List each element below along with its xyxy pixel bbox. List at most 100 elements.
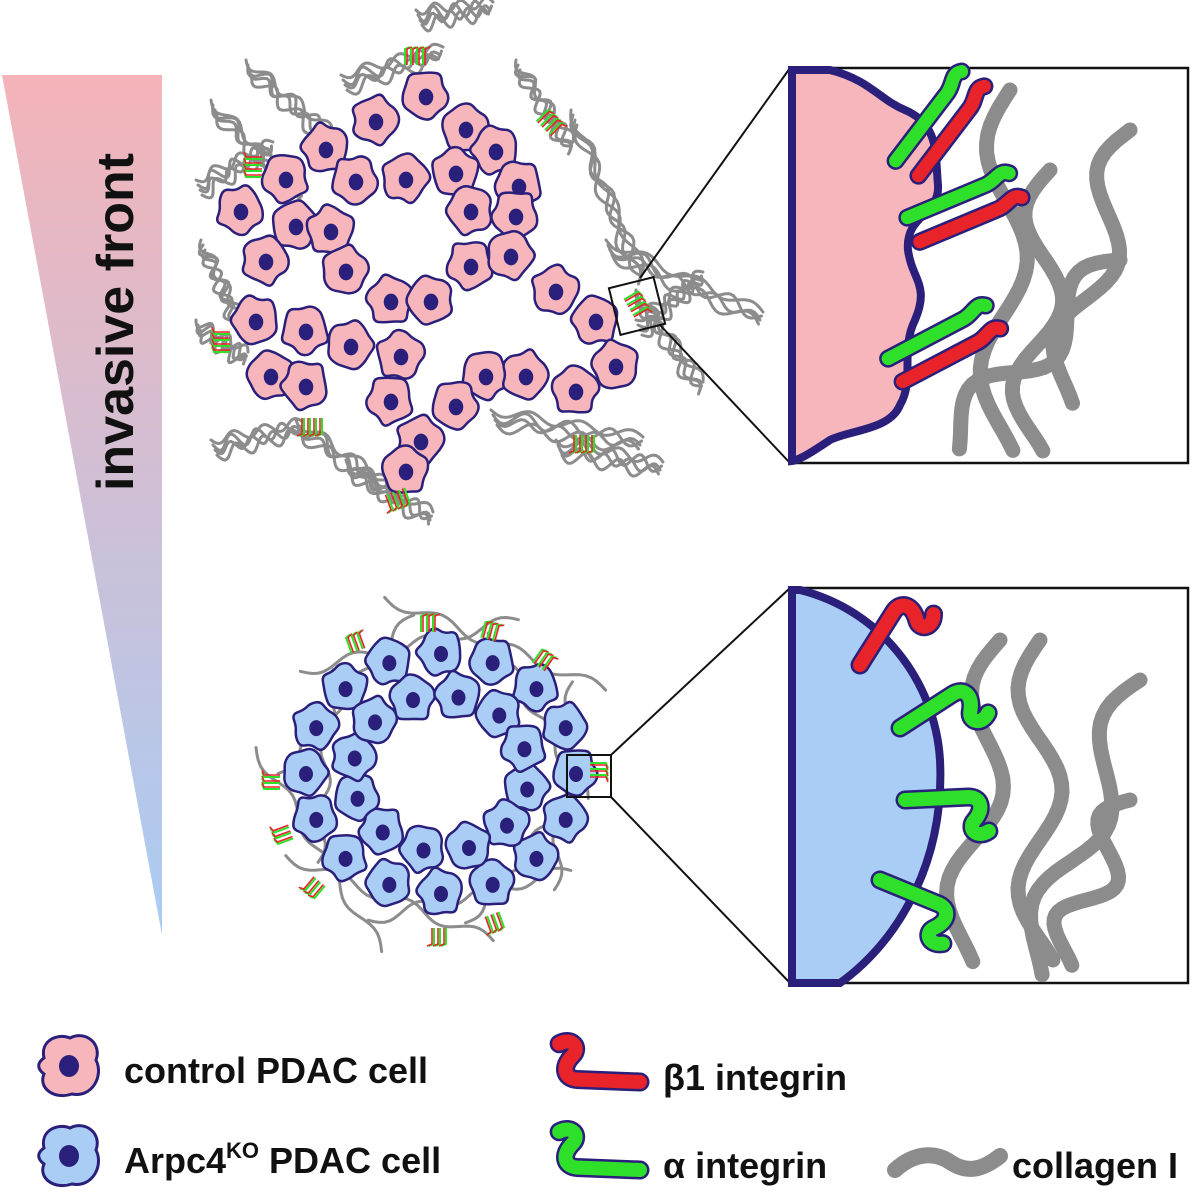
integrin-cluster — [404, 46, 431, 65]
cell-nucleus — [350, 790, 365, 807]
cell-membrane-control — [788, 66, 943, 466]
legend-control-label: control PDAC cell — [124, 1050, 428, 1091]
beta1-integrin — [438, 928, 445, 947]
collagen-fiber — [972, 82, 1035, 458]
cell-nucleus — [463, 258, 479, 276]
beta1-integrin — [533, 649, 549, 665]
pdac-cell — [321, 834, 368, 883]
cell-nucleus — [461, 839, 476, 856]
pdac-cell — [351, 93, 401, 147]
collagen-fiber — [200, 149, 270, 200]
pdac-cell — [279, 360, 328, 412]
pdac-cell — [260, 153, 309, 205]
pdac-cell — [380, 444, 430, 494]
integrin-cluster — [535, 109, 568, 137]
integrin-monomer — [850, 596, 944, 675]
collagen-bundle — [634, 269, 705, 339]
pdac-cell — [401, 71, 450, 121]
beta1-integrin — [211, 338, 230, 345]
pdac-cell — [501, 348, 550, 401]
alpha-integrin — [893, 684, 996, 735]
pdac-cell — [365, 376, 414, 427]
beta1-integrin — [401, 488, 409, 508]
integrin-cluster — [480, 620, 505, 642]
beta1-integrin — [490, 914, 498, 934]
pdac-cell — [414, 627, 462, 677]
pdac-cell — [503, 762, 552, 812]
legend-beta1-integrin-icon — [549, 1032, 650, 1092]
beta1-integrin — [586, 435, 593, 454]
cell-nucleus — [233, 203, 249, 221]
pdac-cell — [433, 669, 481, 719]
collagen-fiber — [951, 252, 1128, 457]
pdac-cell — [241, 234, 290, 287]
pdac-cell — [468, 858, 516, 906]
integrin-cluster — [623, 290, 653, 318]
beta1-integrin — [541, 114, 559, 128]
cell-nucleus — [375, 824, 390, 841]
integrin-cluster — [590, 762, 609, 783]
legend-collagen-icon — [887, 1147, 1008, 1178]
integrin-monomer — [895, 787, 999, 844]
cell-nucleus — [368, 113, 384, 131]
beta1-integrin — [358, 629, 366, 649]
beta1-integrin — [590, 770, 609, 777]
pdac-cell — [468, 124, 518, 176]
cell-nucleus — [398, 463, 414, 481]
pdac-cell — [357, 807, 405, 856]
collagen-fiber — [1046, 792, 1138, 973]
cell-nucleus — [418, 88, 434, 106]
beta1-integrin — [418, 46, 425, 65]
pdac-cell — [569, 294, 619, 345]
collagen-fiber — [213, 424, 302, 456]
beta1-integrin — [352, 631, 360, 651]
pdac-cell — [299, 121, 349, 173]
collagen-fiber — [573, 123, 643, 286]
pdac-cell — [550, 364, 601, 414]
cell-nucleus — [383, 393, 399, 411]
beta1-integrin — [538, 653, 554, 668]
cell-nucleus — [338, 850, 353, 867]
beta1-integrin — [494, 624, 505, 642]
cell-nucleus — [448, 398, 464, 416]
beta1-integrin — [243, 151, 262, 158]
cell-nucleus — [258, 253, 274, 271]
integrin-cluster — [384, 487, 411, 514]
cell-nucleus — [309, 720, 324, 737]
cell-nucleus — [529, 681, 544, 698]
integrin-cluster — [568, 435, 595, 454]
cell-nucleus — [529, 850, 544, 867]
beta1-integrin — [495, 912, 503, 932]
pdac-cell — [542, 700, 589, 751]
legend-control-cell-icon — [37, 1034, 100, 1097]
pdac-cell — [552, 749, 599, 797]
cell-nucleus — [338, 681, 353, 698]
pdac-cell — [364, 636, 411, 686]
collagen-fiber — [298, 615, 520, 676]
cell-nucleus — [588, 313, 604, 331]
pdac-cell — [444, 185, 493, 237]
pdac-cell — [364, 273, 415, 324]
beta1-integrin — [428, 613, 435, 632]
beta1-integrin — [550, 123, 568, 137]
collagen-bundle — [209, 416, 305, 462]
alpha-integrin — [552, 1122, 647, 1177]
beta1-integrin — [422, 613, 429, 632]
cell-nucleus — [558, 720, 573, 737]
integrin-cluster — [531, 648, 559, 672]
collagen-fiber — [1010, 632, 1070, 968]
pdac-cell — [321, 243, 371, 295]
integrin-cluster — [420, 613, 441, 632]
integrin-monomer — [549, 1120, 650, 1180]
cell-nucleus — [458, 121, 474, 139]
cell-nucleus — [298, 323, 314, 341]
beta1-integrin — [633, 307, 653, 318]
beta1-integrin — [296, 418, 303, 437]
cell-nucleus — [508, 208, 524, 226]
beta1-integrin — [412, 46, 419, 65]
beta1-integrin — [390, 492, 398, 512]
beta1-integrin — [580, 435, 587, 454]
beta1-integrin — [261, 781, 280, 788]
beta1-integrin — [590, 776, 609, 783]
